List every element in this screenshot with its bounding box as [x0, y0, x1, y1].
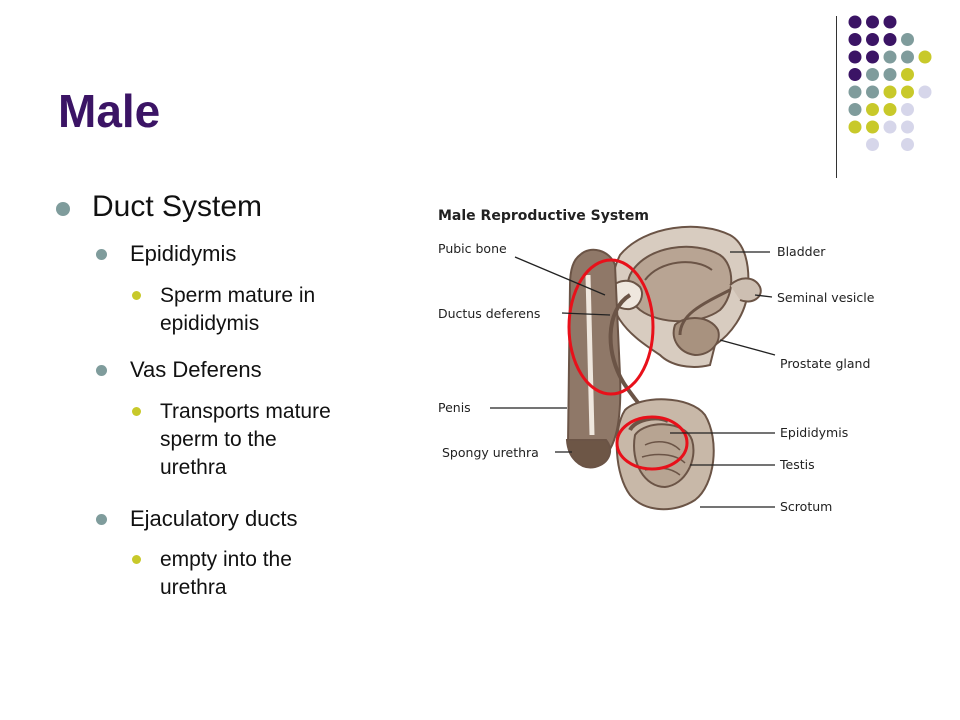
bullet-dot	[132, 291, 141, 300]
decorative-dot	[848, 85, 862, 99]
decorative-dot	[918, 50, 932, 64]
highlight-circle-epididymis	[615, 415, 689, 471]
decorative-dot	[883, 68, 897, 81]
decorative-dot	[866, 85, 879, 99]
label-penis: Penis	[438, 400, 471, 415]
label-spongy-urethra: Spongy urethra	[442, 445, 539, 460]
diagram-title: Male Reproductive System	[438, 208, 649, 224]
reproductive-system-diagram: Male Reproductive System	[438, 208, 875, 514]
bullet-sperm-mature: Sperm mature in epididymis	[132, 282, 315, 338]
decorative-dot	[866, 120, 879, 134]
decorative-dot	[848, 68, 862, 81]
leader-lines	[490, 251, 776, 508]
bullet-epididymis: Epididymis	[96, 241, 236, 267]
decorative-dot	[848, 103, 862, 116]
bullet-dot	[96, 514, 107, 525]
bullet-dot	[96, 365, 107, 376]
decorative-dot	[866, 33, 879, 46]
decorative-dot-grid	[848, 15, 932, 151]
label-ductus-deferens: Ductus deferens	[438, 306, 540, 321]
decorative-dot	[866, 50, 879, 64]
decorative-dot	[883, 33, 897, 46]
decorative-dot	[883, 103, 897, 116]
anatomy-illustration	[565, 225, 762, 511]
label-epididymis: Epididymis	[780, 425, 848, 440]
highlight-circle-ductus	[567, 258, 655, 396]
label-bladder: Bladder	[777, 244, 826, 259]
decorative-dot	[901, 138, 914, 151]
label-testis: Testis	[779, 457, 815, 472]
decorative-dot	[901, 68, 914, 81]
decorative-dot	[901, 33, 914, 46]
label-seminal-vesicle: Seminal vesicle	[777, 290, 875, 305]
bullet-dot	[132, 555, 141, 564]
decorative-dot	[883, 85, 897, 99]
decorative-dot	[848, 15, 862, 29]
label-pubic-bone: Pubic bone	[438, 241, 507, 256]
label-prostate-gland: Prostate gland	[780, 356, 870, 371]
slide-title: Male	[58, 85, 161, 137]
decorative-dot	[883, 50, 897, 64]
bullet-duct-system: Duct System	[56, 190, 262, 224]
decorative-divider	[836, 16, 837, 178]
decorative-dot	[901, 85, 914, 99]
decorative-dot	[848, 120, 862, 134]
decorative-dot	[901, 50, 914, 64]
decorative-dot	[866, 103, 879, 116]
bullet-vas-deferens: Vas Deferens	[96, 357, 262, 383]
decorative-dot	[848, 33, 862, 46]
bullet-dot	[56, 202, 70, 216]
decorative-dot	[918, 85, 932, 99]
decorative-dot	[866, 68, 879, 81]
label-scrotum: Scrotum	[780, 499, 832, 514]
decorative-dot	[866, 15, 879, 29]
decorative-dot	[901, 103, 914, 116]
bullet-empty-into: empty into the urethra	[132, 546, 292, 602]
decorative-dot	[883, 120, 897, 134]
bullet-dot	[96, 249, 107, 260]
bullet-ejaculatory: Ejaculatory ducts	[96, 506, 298, 532]
decorative-dot	[848, 50, 862, 64]
bullet-transports: Transports mature sperm to the urethra	[132, 398, 331, 482]
decorative-dot	[883, 15, 897, 29]
decorative-dot	[866, 138, 879, 151]
bullet-dot	[132, 407, 141, 416]
decorative-dot	[901, 120, 914, 134]
